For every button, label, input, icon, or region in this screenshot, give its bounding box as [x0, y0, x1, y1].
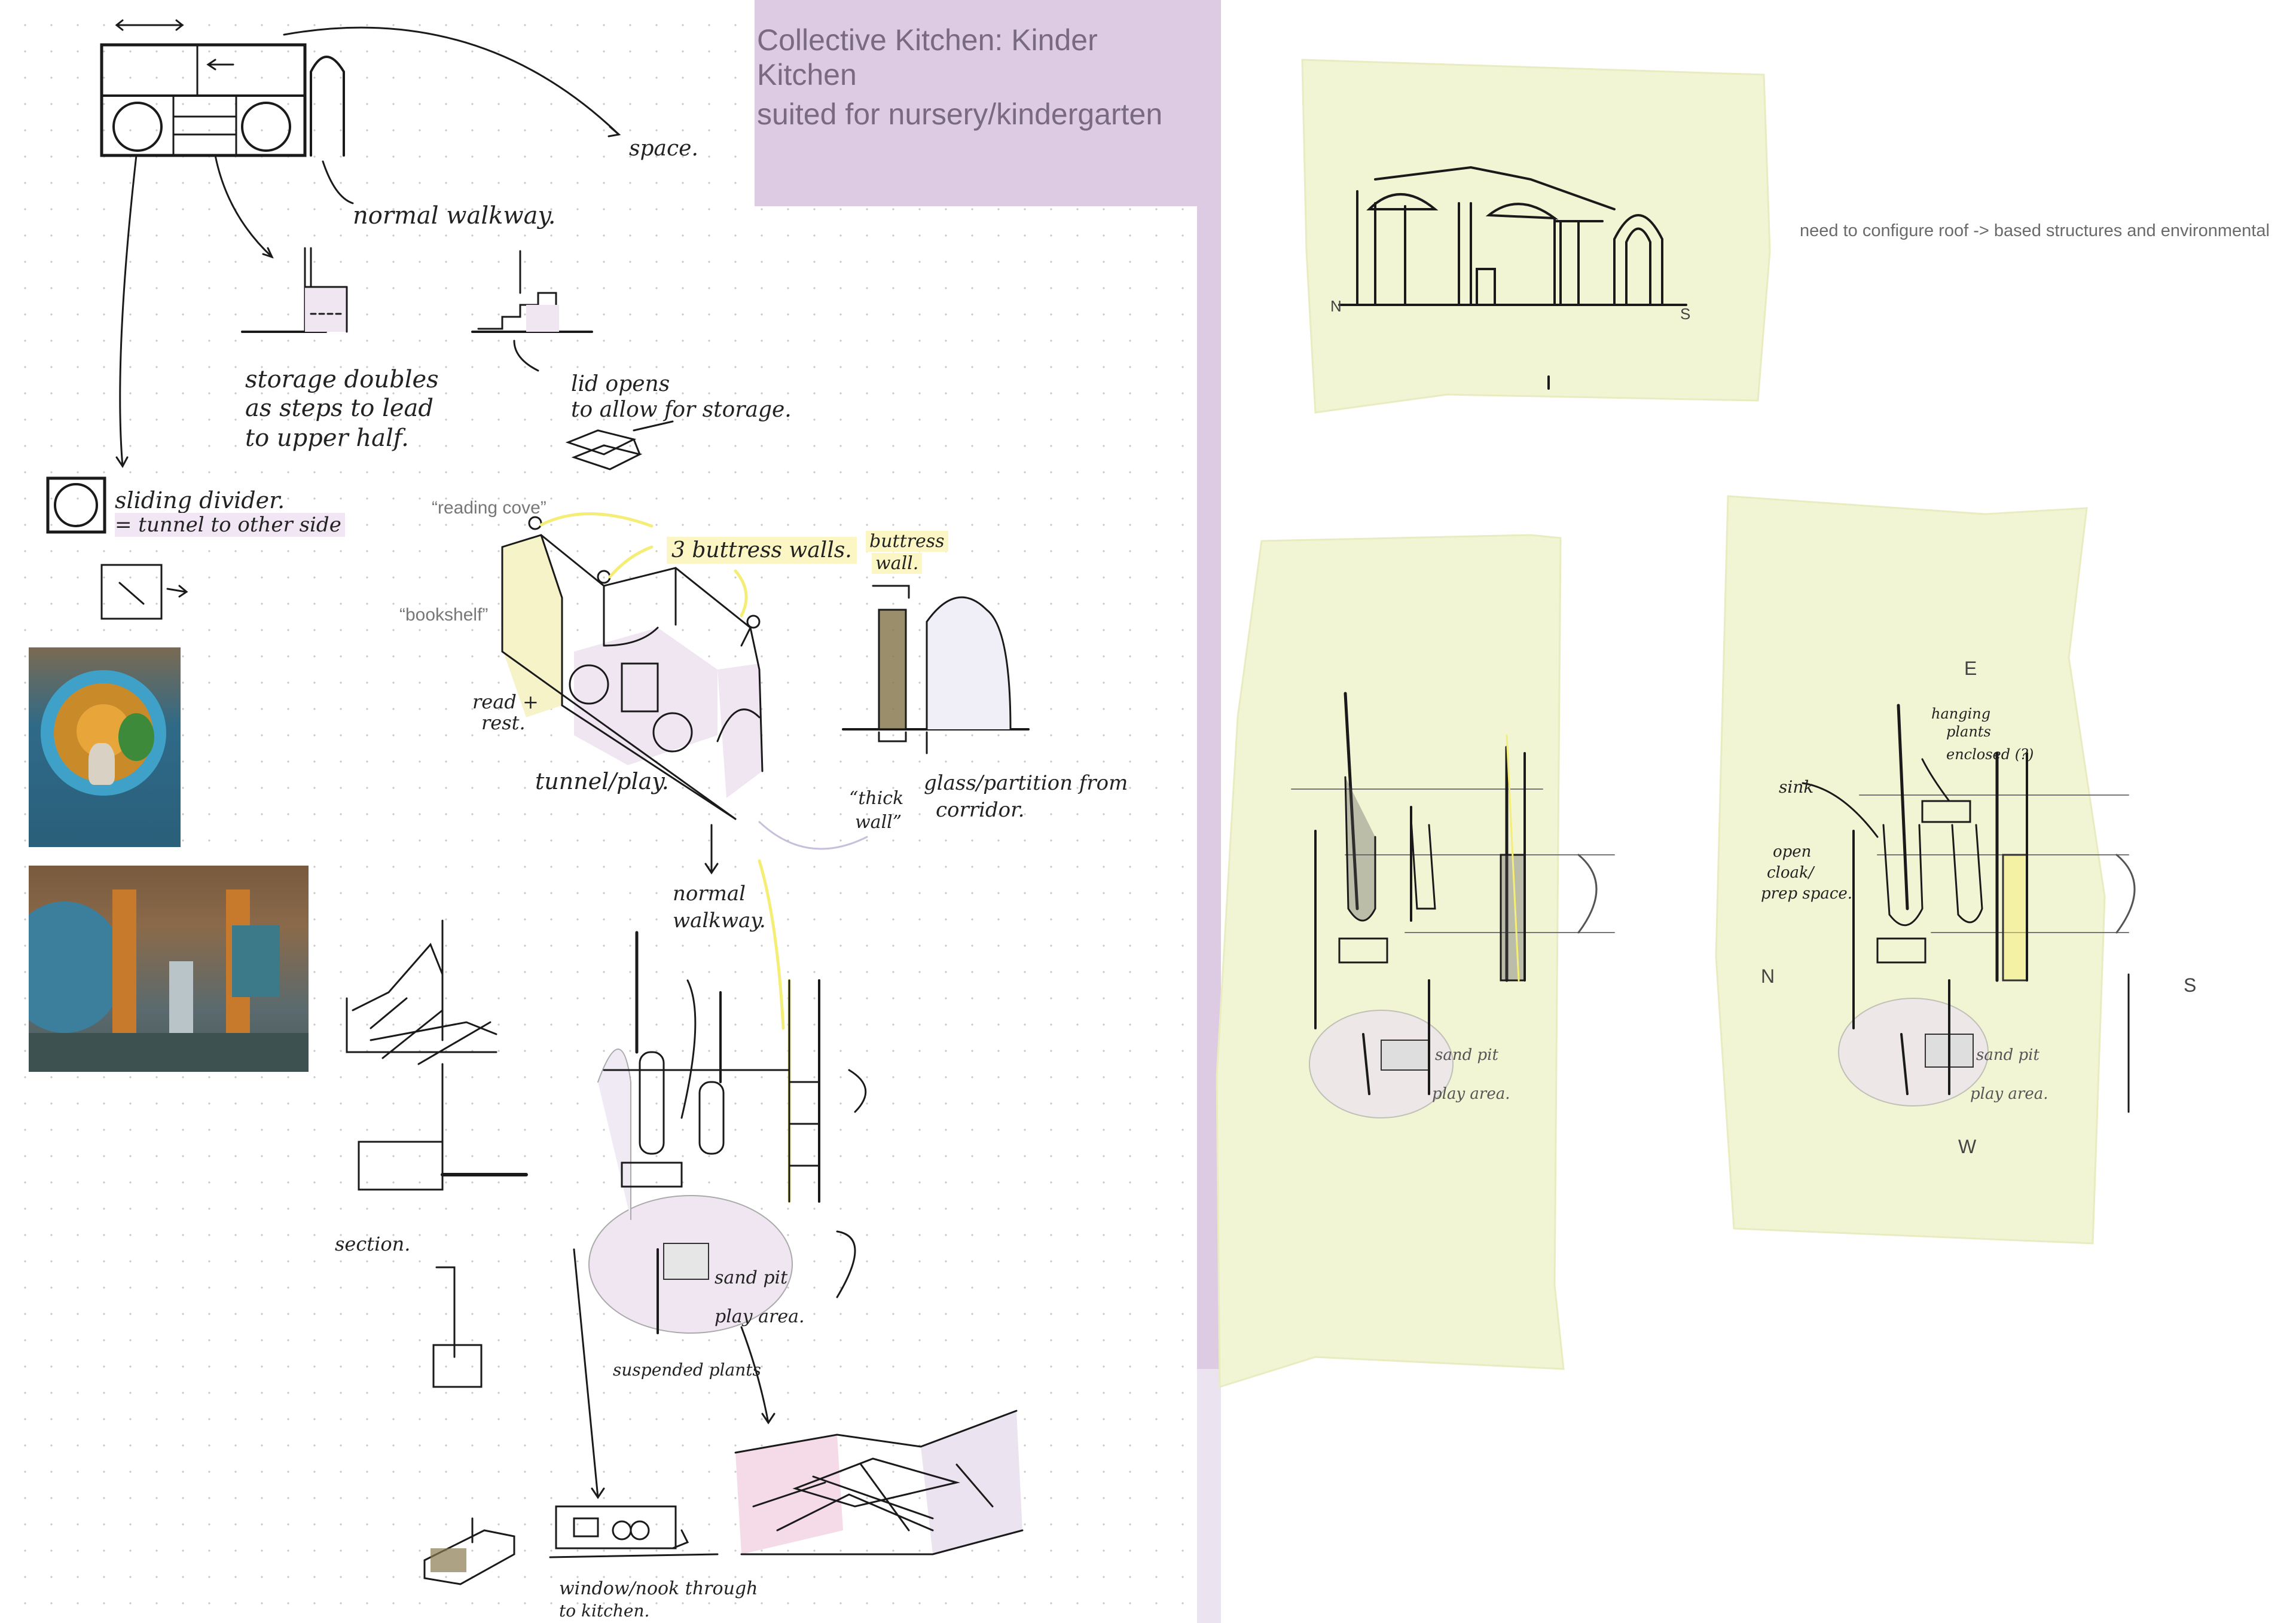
floor-plan-sketch	[588, 931, 867, 1334]
arrow-to-plants	[740, 1326, 770, 1424]
note-sand-pit-r2: sand pit	[1976, 1046, 2039, 1064]
cabinet-elevation-sketch	[100, 19, 345, 157]
tracing-plan-sketch-right	[1802, 704, 2136, 1113]
compass-s: S	[2184, 974, 2197, 996]
compass-e: E	[1964, 658, 1977, 679]
note-normal-walkway-mid-2: walkway.	[673, 909, 766, 933]
lid-opens-sketch	[565, 420, 674, 470]
note-sand-pit-r1: sand pit	[1435, 1046, 1498, 1064]
nook-sketch	[423, 1505, 719, 1585]
note-normal-walkway-mid-1: normal	[673, 882, 746, 906]
header-block: Collective Kitchen: Kinder Kitchen suite…	[755, 0, 1197, 206]
tracing-paper-plan-left	[1216, 534, 1565, 1389]
tracing-plan-sketch-left	[1291, 692, 1615, 1118]
buttress-wall-sketch	[842, 585, 1030, 754]
note-buttress-walls: 3 buttress walls.	[667, 537, 857, 564]
note-sliding-1: sliding divider.	[115, 487, 285, 514]
note-open-cloak-2: cloak/	[1767, 864, 1814, 882]
sliding-divider-sketch	[46, 476, 188, 620]
tracing-paper-elevation	[1301, 59, 1771, 414]
note-glass-1: glass/partition from	[924, 771, 1128, 795]
note-open-cloak-3: prep space.	[1761, 885, 1853, 903]
label-reading-cove: “reading cove”	[432, 498, 546, 518]
note-read-rest-1: read +	[472, 690, 539, 713]
purple-arrow	[758, 821, 868, 850]
arrow-to-sliding	[119, 154, 138, 467]
yellow-line-long	[758, 859, 785, 1030]
section-sketch	[346, 919, 528, 1388]
note-play-area: play area.	[715, 1306, 805, 1327]
note-roof: need to configure roof -> based structur…	[1800, 221, 2270, 240]
note-window-nook-2: to kitchen.	[559, 1601, 650, 1621]
note-sink: sink	[1779, 777, 1814, 797]
yellow-arrow-1	[539, 512, 654, 528]
page-title: Collective Kitchen: Kinder Kitchen	[757, 23, 1098, 91]
note-hanging-plants-1: hanging	[1931, 705, 1991, 722]
divider-stripe-light	[1197, 1369, 1221, 1623]
note-normal-walkway: normal walkway.	[353, 202, 556, 230]
tracing-paper-plan-right	[1715, 495, 2106, 1245]
note-open-cloak-1: open	[1773, 843, 1812, 861]
label-bookshelf: “bookshelf”	[399, 605, 488, 625]
arrow-to-space	[283, 26, 620, 136]
compass-n: N	[1761, 965, 1775, 987]
note-window-nook-1: window/nook through	[559, 1578, 758, 1599]
compass-s-top: S	[1680, 305, 1691, 323]
note-tunnel-play: tunnel/play.	[535, 768, 669, 794]
note-section: section.	[335, 1233, 411, 1255]
note-lid-1: lid opens	[571, 372, 670, 396]
compass-w: W	[1958, 1136, 1977, 1157]
compass-n-top: N	[1330, 297, 1342, 315]
note-play-area-r2: play area.	[1970, 1085, 2048, 1103]
note-read-rest-2: rest.	[481, 711, 526, 734]
note-suspended-plants: suspended plants	[613, 1360, 761, 1380]
photo-tunnel-child	[29, 647, 181, 847]
note-storage-2: as steps to lead	[245, 395, 433, 422]
note-play-area-r1: play area.	[1432, 1085, 1510, 1103]
photo-playground-slide	[29, 866, 309, 1072]
lid-steps-sketch	[471, 250, 593, 372]
note-glass-2: corridor.	[936, 798, 1025, 822]
divider-stripe	[1197, 0, 1221, 1623]
note-sand-pit: sand pit	[715, 1267, 788, 1288]
note-thick-wall-1: “thick	[849, 788, 904, 809]
note-hanging-plants-3: enclosed (?)	[1946, 746, 2034, 763]
suspended-plants-sketch	[734, 1410, 1024, 1555]
note-buttress-wall-2: wall.	[872, 553, 923, 574]
dot-grid-background	[0, 0, 1197, 1623]
note-storage-1: storage doubles	[245, 366, 439, 393]
note-buttress-wall-1: buttress	[866, 531, 948, 552]
note-space: space.	[629, 136, 698, 161]
note-hanging-plants-2: plants	[1946, 723, 1991, 740]
yellow-arrow-2	[608, 545, 654, 579]
yellow-arrow-3	[734, 569, 748, 618]
arrow-to-walkway	[322, 160, 354, 204]
arrow-to-nook	[573, 1248, 599, 1499]
note-thick-wall-2: wall”	[855, 812, 902, 833]
arrow-to-storage	[214, 154, 273, 258]
note-sliding-2: = tunnel to other side	[115, 513, 345, 537]
storage-steps-sketch	[241, 247, 348, 333]
note-lid-2: to allow for storage.	[571, 398, 792, 422]
page-subtitle: suited for nursery/kindergarten	[757, 97, 1163, 131]
note-storage-3: to upper half.	[245, 424, 409, 452]
axonometric-sketch	[501, 516, 764, 820]
roof-elevation-sketch	[1338, 166, 1687, 390]
